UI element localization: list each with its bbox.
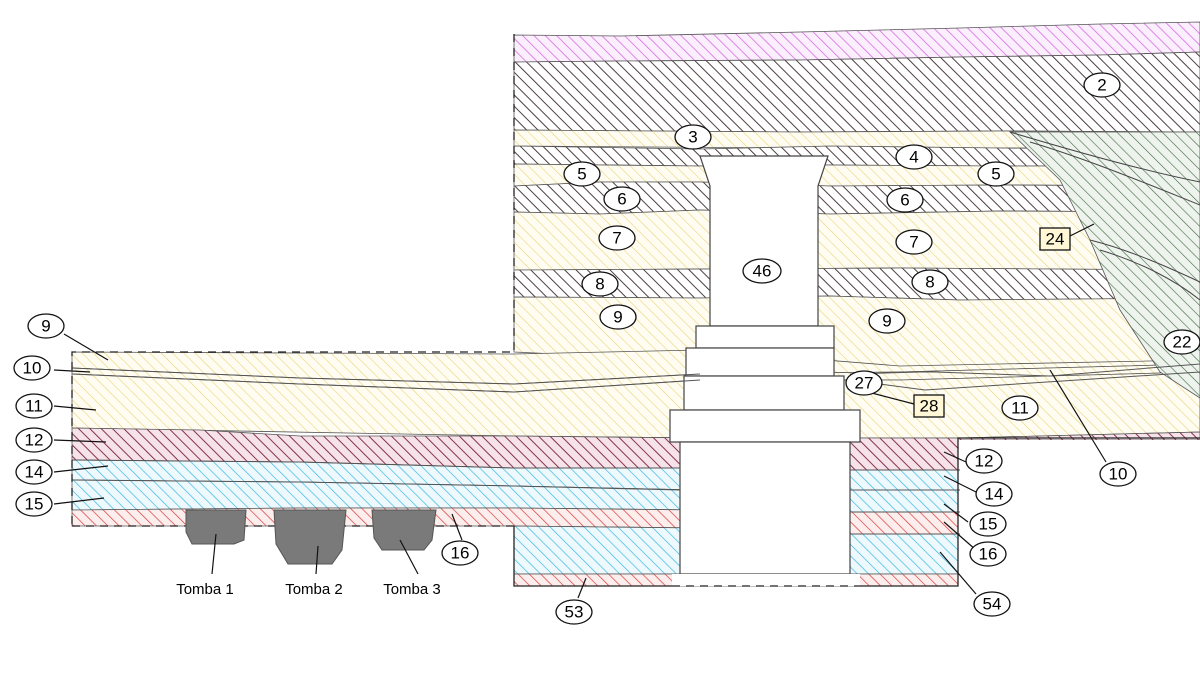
label-oval-22 <box>1163 329 1200 355</box>
label-oval-10b <box>1099 461 1137 487</box>
interface-lines <box>71 363 1200 535</box>
label-oval-15a <box>15 491 53 517</box>
structure-top-shaft <box>699 155 829 327</box>
label-9c: 9 <box>41 317 50 336</box>
box-labels <box>913 227 1071 418</box>
label-10b: 10 <box>1109 465 1128 484</box>
label-oval-9c <box>27 313 65 339</box>
label-oval-16a <box>441 540 479 566</box>
tomb-captions: Tomba 1 Tomba 2 Tomba 3 <box>176 581 441 598</box>
label-box-28 <box>913 394 945 418</box>
label-24: 24 <box>1046 230 1065 249</box>
label-oval-7b <box>895 229 933 255</box>
label-10a: 10 <box>23 359 42 378</box>
label-oval-9a <box>599 304 637 330</box>
tomb-2-caption: Tomba 2 <box>285 581 343 598</box>
layer-24-green-slope <box>1009 131 1200 399</box>
label-oval-54 <box>973 591 1011 617</box>
structure-step-3 <box>683 375 845 411</box>
label-oval-6b <box>886 187 924 213</box>
label-4: 4 <box>909 148 918 167</box>
label-53: 53 <box>565 603 584 622</box>
label-oval-8a <box>581 271 619 297</box>
tomb-3 <box>371 509 437 551</box>
leader-lines <box>53 223 1107 599</box>
label-8b: 8 <box>925 273 934 292</box>
label-16b: 16 <box>979 545 998 564</box>
label-oval-11b <box>1001 395 1039 421</box>
label-7b: 7 <box>909 233 918 252</box>
structure-step-1 <box>695 325 835 349</box>
label-oval-12a <box>15 427 53 453</box>
masonry-structure <box>669 155 861 586</box>
structure-foot <box>672 574 860 586</box>
label-oval-11a <box>15 393 53 419</box>
label-oval-53 <box>555 599 593 625</box>
ellipse-labels <box>13 72 1200 625</box>
label-oval-8b <box>911 269 949 295</box>
label-oval-14a <box>15 459 53 485</box>
label-oval-14b <box>975 481 1013 507</box>
label-9a: 9 <box>613 308 622 327</box>
structure-step-2 <box>685 347 835 377</box>
label-9b: 9 <box>882 312 891 331</box>
slope-lines <box>1009 131 1200 301</box>
label-3: 3 <box>688 128 697 147</box>
label-box-24 <box>1039 227 1071 251</box>
label-27: 27 <box>855 374 874 393</box>
label-oval-46 <box>742 258 782 284</box>
label-7a: 7 <box>612 229 621 248</box>
structure-base <box>679 441 851 575</box>
label-oval-6a <box>603 186 641 212</box>
label-oval-12b <box>965 448 1003 474</box>
label-oval-16b <box>969 541 1007 567</box>
label-oval-5b <box>977 161 1015 187</box>
label-8a: 8 <box>595 275 604 294</box>
label-oval-4 <box>895 144 933 170</box>
label-28: 28 <box>920 397 939 416</box>
label-5b: 5 <box>991 165 1000 184</box>
label-oval-5a <box>563 161 601 187</box>
label-15b: 15 <box>979 515 998 534</box>
label-oval-15b <box>969 511 1007 537</box>
lower-layers <box>71 349 1200 587</box>
label-oval-27 <box>845 370 883 396</box>
tomb-1 <box>185 509 247 545</box>
label-14b: 14 <box>985 485 1004 504</box>
label-oval-3 <box>674 124 712 150</box>
label-texts: 2 3 4 5 5 6 6 7 7 8 8 9 9 9 10 10 11 11 … <box>23 76 1192 622</box>
label-oval-7a <box>598 225 636 251</box>
label-11b: 11 <box>1011 399 1029 418</box>
label-6a: 6 <box>617 190 626 209</box>
label-11a: 11 <box>25 397 43 416</box>
label-oval-10a <box>13 355 51 381</box>
tombs <box>185 509 437 565</box>
tomb-3-caption: Tomba 3 <box>383 581 441 598</box>
excavation-outline <box>71 34 1200 587</box>
label-46: 46 <box>753 262 772 281</box>
label-15a: 15 <box>25 495 44 514</box>
tomb-1-caption: Tomba 1 <box>176 581 234 598</box>
label-oval-2 <box>1083 72 1121 98</box>
label-6b: 6 <box>900 191 909 210</box>
label-12b: 12 <box>975 452 994 471</box>
label-16a: 16 <box>451 544 470 563</box>
label-oval-9b <box>868 308 906 334</box>
structure-step-4 <box>669 409 861 443</box>
label-2: 2 <box>1097 76 1106 95</box>
label-22: 22 <box>1173 333 1192 352</box>
label-54: 54 <box>983 595 1002 614</box>
label-5a: 5 <box>577 165 586 184</box>
label-12a: 12 <box>25 431 44 450</box>
label-14a: 14 <box>25 463 44 482</box>
tomb-2 <box>273 509 347 565</box>
